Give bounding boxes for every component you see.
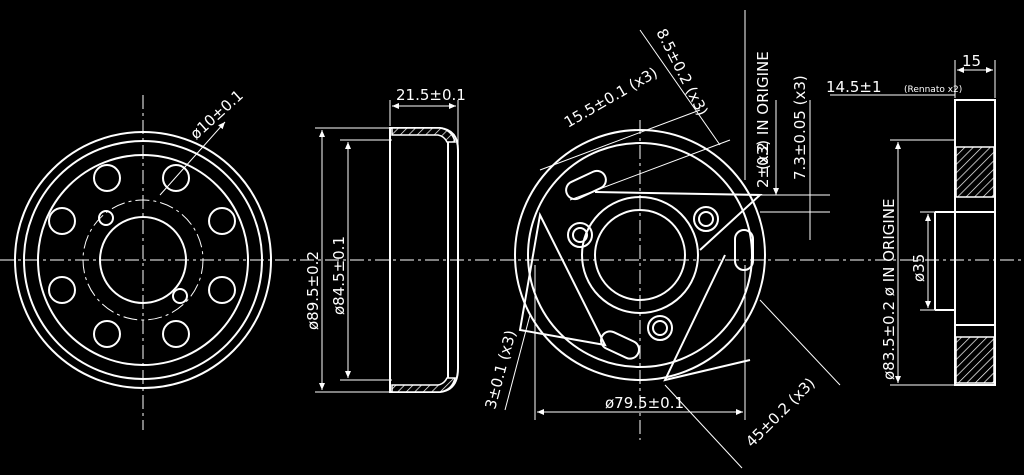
side-view: 21.5±0.1 ø89.5±0.2 ø84.5±0.1 [304, 86, 466, 393]
label-outer-89: ø89.5±0.2 [304, 251, 322, 330]
label-dia-79: ø79.5±0.1 [605, 394, 684, 412]
label-slot-15: 15.5±0.1 (x3) [561, 64, 661, 132]
slot-view-bore [594, 209, 686, 301]
label-dim-2: 2±0.2 [754, 142, 772, 188]
label-width-21: 21.5±0.1 [396, 86, 466, 104]
label-dia-35: ø35 [910, 254, 928, 282]
cross-section-view: 15 14.5±1 (Rennato x2) ø83.5±0.2 ø IN OR… [826, 52, 996, 386]
label-hole-dia: ø10±0.1 [187, 86, 247, 143]
label-dim-14-note: (Rennato x2) [904, 85, 962, 95]
label-dim-3: 3±0.1 (x3) [481, 328, 519, 411]
center-bore [99, 216, 187, 304]
label-in-origine-top: (x3) IN ORIGINE [754, 51, 772, 170]
rotor-body [514, 129, 766, 381]
label-dim-45: 45±0.2 (x3) [742, 374, 819, 451]
slot-view: 15.5±0.1 (x3) 8.5±0.2 (x3) (x3) IN ORIGI… [481, 10, 841, 469]
label-dim-15: 15 [962, 52, 981, 70]
label-dia-83: ø83.5±0.2 ø IN ORIGINE [880, 198, 898, 380]
label-inner-84: ø84.5±0.1 [330, 236, 348, 315]
bolt-holes [48, 164, 236, 348]
label-dim-7: 7.3±0.05 (x3) [791, 75, 809, 180]
front-view: ø10±0.1 [14, 86, 272, 430]
outer-rim [14, 131, 272, 389]
label-slot-8: 8.5±0.2 (x3) [652, 26, 711, 119]
label-dim-14: 14.5±1 [826, 78, 882, 96]
